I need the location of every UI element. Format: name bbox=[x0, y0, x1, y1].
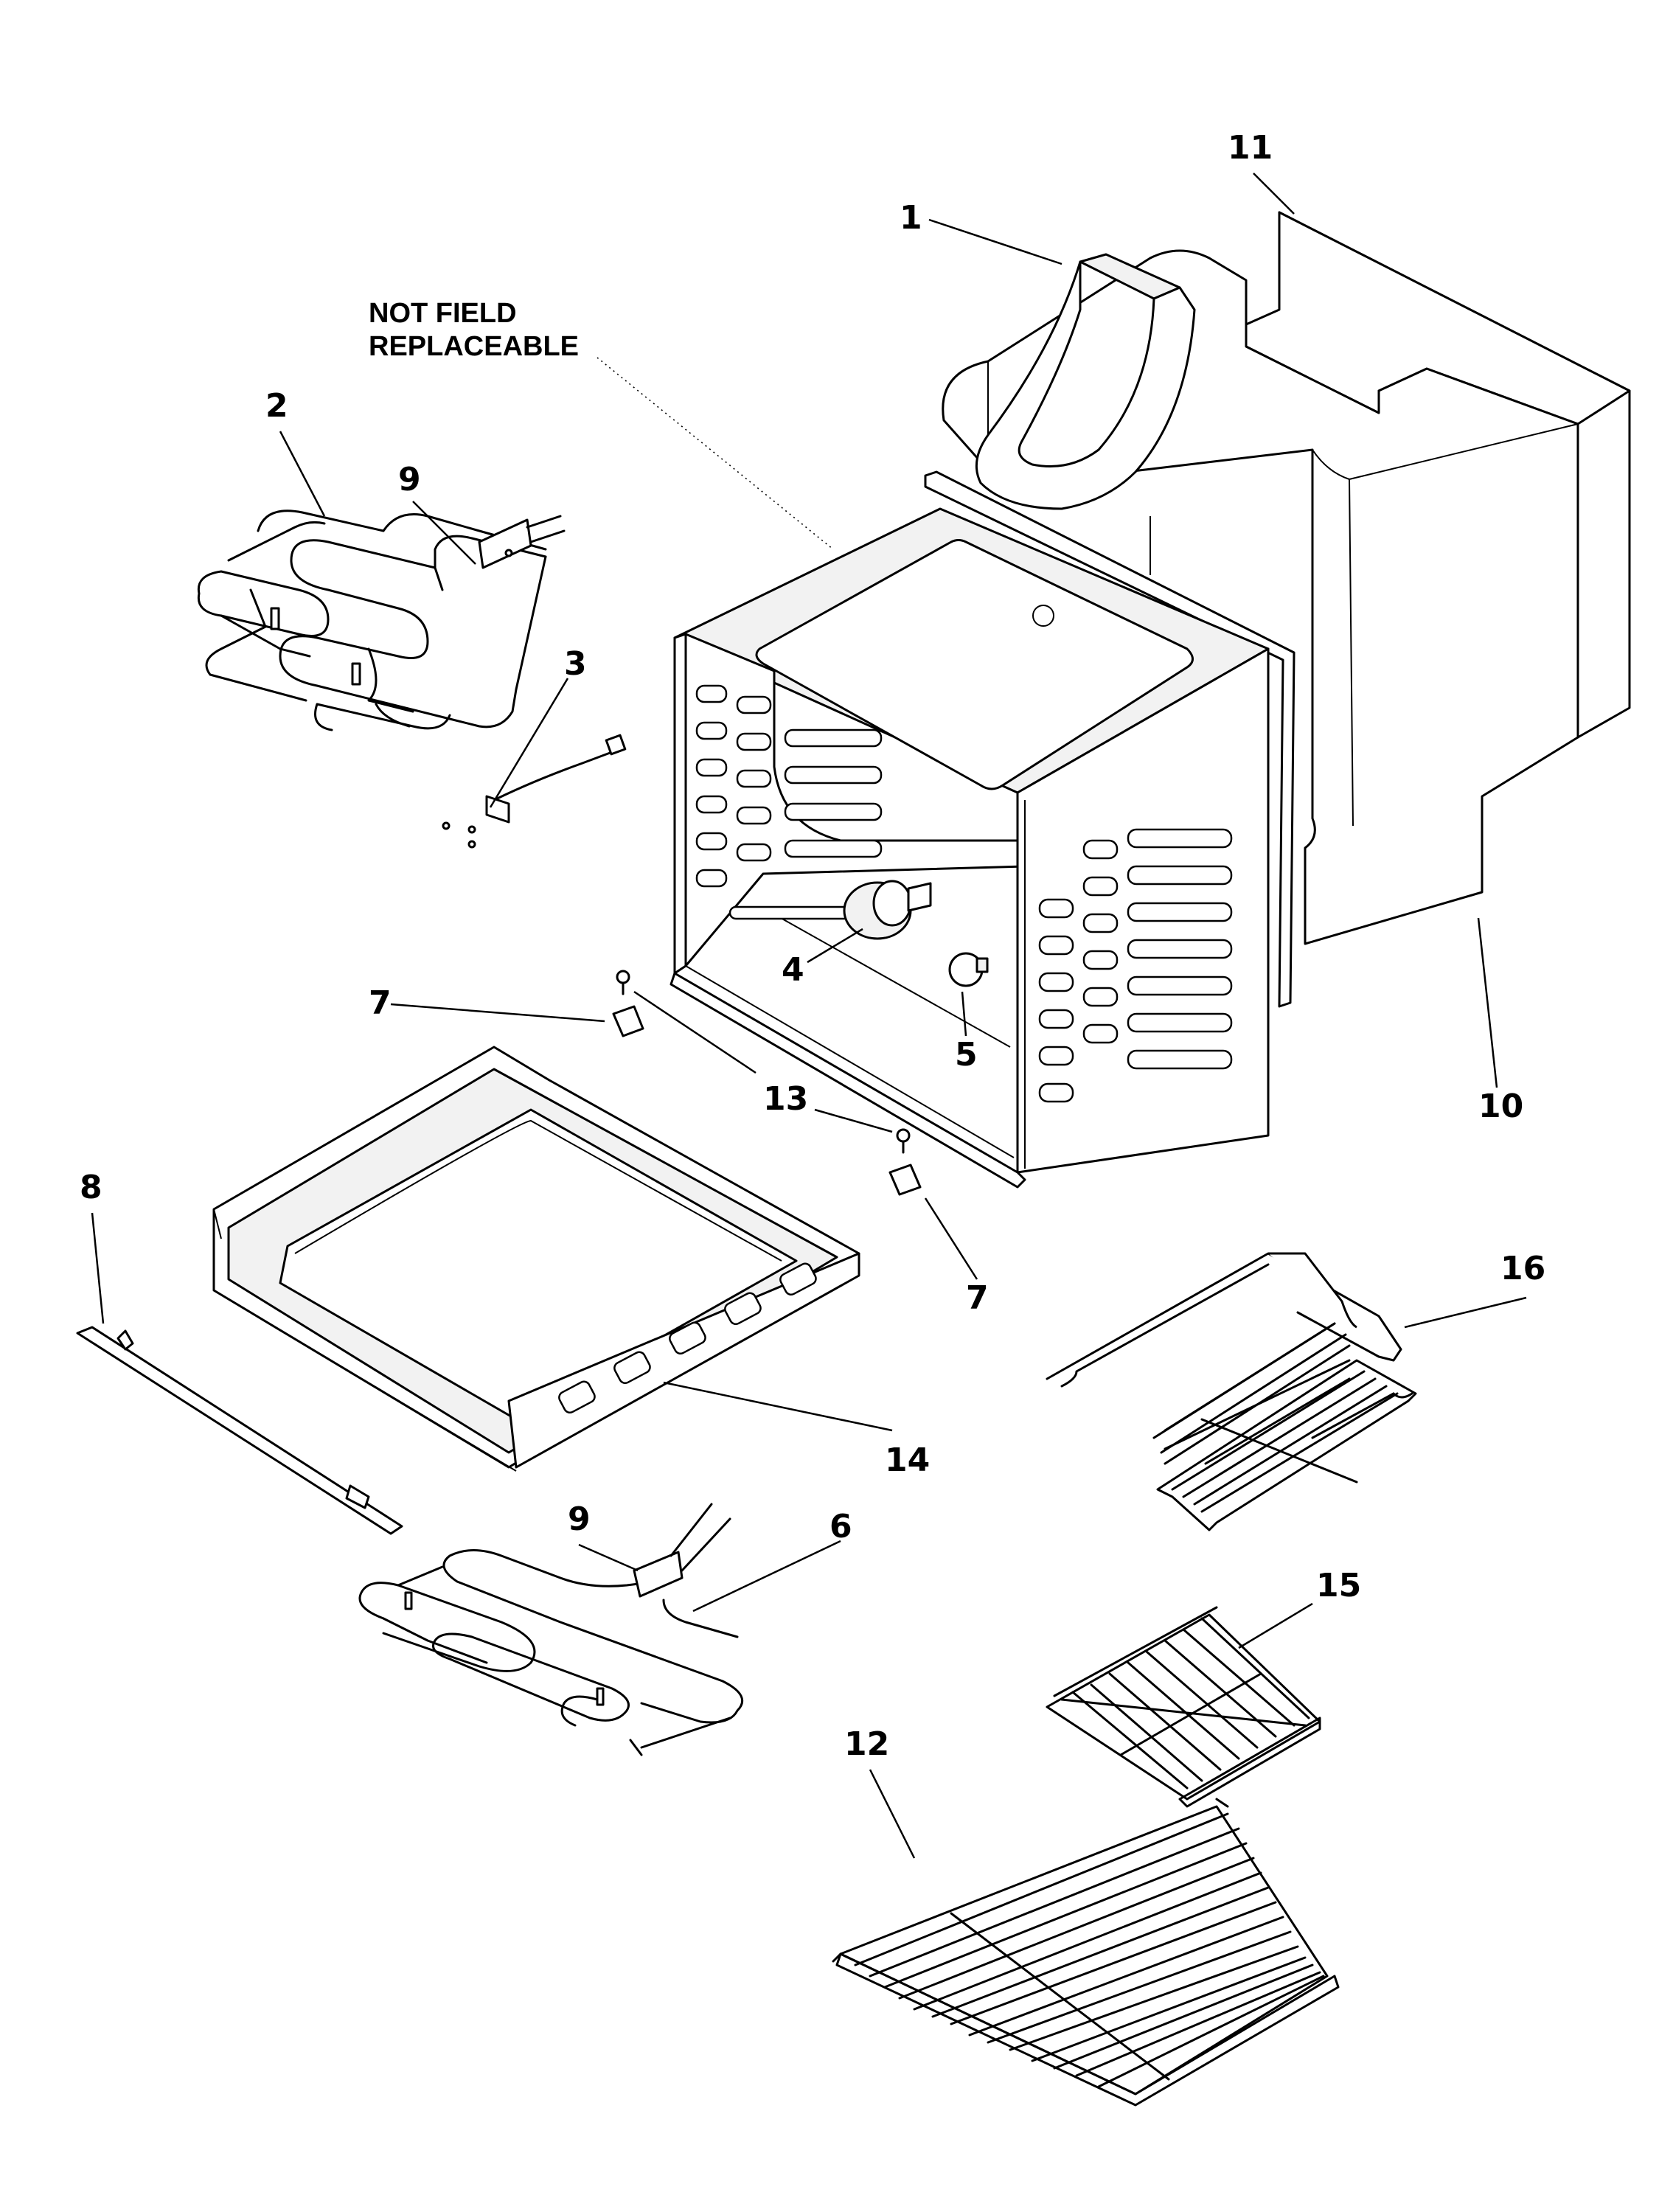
bake-element-part-6 bbox=[358, 1503, 744, 1756]
callout-10: 10 bbox=[1478, 1088, 1523, 1125]
rack-part-16 bbox=[1046, 1252, 1417, 1531]
vent-duct-part-1 bbox=[975, 253, 1196, 510]
callout-7-upper: 7 bbox=[369, 984, 392, 1022]
note-line-1: NOT FIELD bbox=[369, 298, 517, 329]
lamp-bulb-part-5 bbox=[948, 952, 989, 987]
oven-cavity bbox=[669, 470, 1295, 1189]
callout-11: 11 bbox=[1228, 129, 1273, 167]
callout-7-lower: 7 bbox=[966, 1279, 989, 1317]
callout-6: 6 bbox=[830, 1508, 852, 1545]
callout-5: 5 bbox=[955, 1036, 978, 1074]
convection-fan-part-4 bbox=[843, 880, 932, 940]
screw-part-13-lower bbox=[896, 1128, 911, 1154]
broil-element-part-2 bbox=[197, 509, 566, 731]
screw-part-13-upper bbox=[616, 970, 630, 995]
callout-4: 4 bbox=[782, 951, 804, 989]
callout-9-upper: 9 bbox=[398, 461, 421, 498]
note-line-2: REPLACEABLE bbox=[369, 331, 579, 362]
temp-sensor-part-3 bbox=[442, 734, 627, 849]
cavity-right-slots bbox=[1038, 828, 1233, 1103]
leader-lines bbox=[91, 173, 1527, 1859]
callout-1: 1 bbox=[900, 199, 922, 237]
callout-12: 12 bbox=[844, 1725, 889, 1763]
callout-14: 14 bbox=[885, 1441, 930, 1479]
callout-9-lower: 9 bbox=[568, 1500, 591, 1538]
callout-8: 8 bbox=[80, 1169, 102, 1206]
rack-part-12 bbox=[832, 1798, 1340, 2107]
bracket-part-7-upper bbox=[612, 1005, 644, 1037]
callout-15: 15 bbox=[1316, 1567, 1361, 1604]
frame-part-14 bbox=[212, 1046, 860, 1472]
callout-13: 13 bbox=[763, 1080, 808, 1118]
callout-16: 16 bbox=[1500, 1250, 1545, 1287]
bracket-part-7-lower bbox=[888, 1164, 922, 1196]
trim-strip-part-8 bbox=[76, 1326, 403, 1535]
rack-part-15 bbox=[1046, 1606, 1321, 1808]
insulation-wrap-part-10-11 bbox=[942, 211, 1631, 945]
callout-3: 3 bbox=[564, 645, 587, 683]
callout-2: 2 bbox=[265, 387, 288, 425]
